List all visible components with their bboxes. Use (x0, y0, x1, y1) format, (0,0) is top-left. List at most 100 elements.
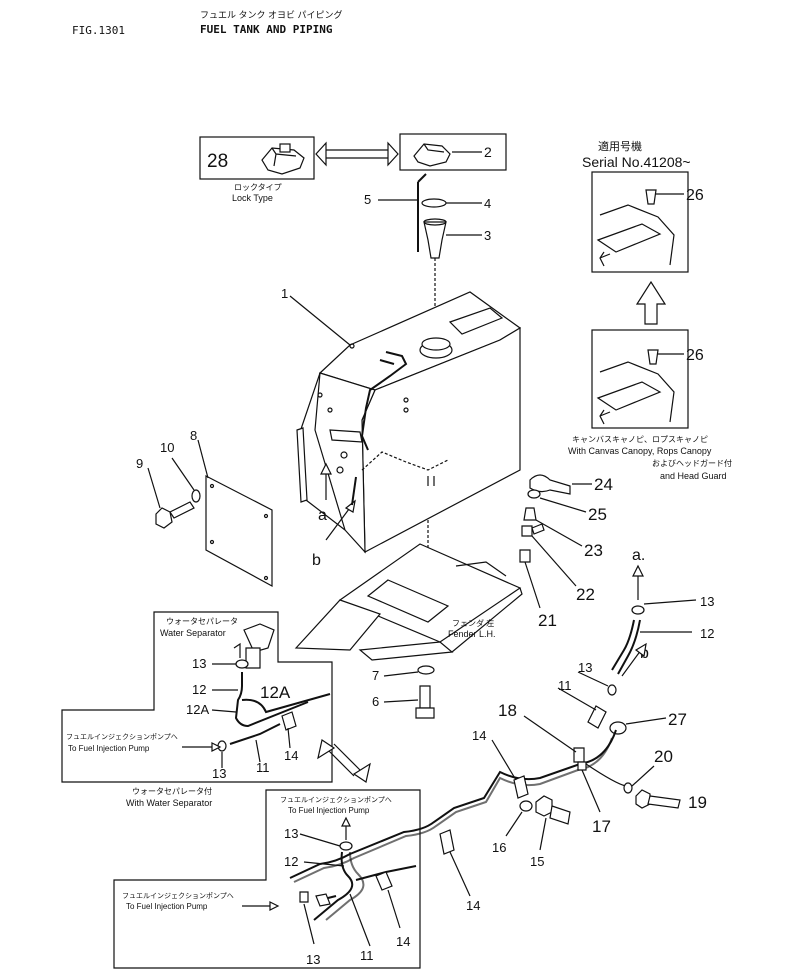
up-arrow-icon (635, 280, 667, 325)
callout-22: 22 (576, 585, 595, 604)
diagonal-double-arrow-icon (317, 739, 371, 783)
callout-9: 9 (136, 456, 143, 471)
figure-number: FIG.1301 (72, 24, 125, 37)
callout-25: 25 (588, 505, 607, 524)
serial-en: Serial No.41208~ (582, 154, 691, 170)
water-sep-jp: ウォータセパレータ (166, 617, 238, 626)
canvas-note-3: およびヘッドガード付 (652, 458, 732, 468)
callout-23: 23 (584, 541, 603, 560)
fuel-cap-icon (413, 143, 451, 167)
callout-13-ws: 13 (192, 656, 206, 671)
canvas-note-2: With Canvas Canopy, Rops Canopy (568, 446, 712, 456)
water-separator (233, 623, 275, 669)
bolt-9: 9 (136, 456, 195, 529)
plug-21: 21 (519, 549, 557, 630)
callout-15: 15 (530, 854, 544, 869)
callout-12-ws: 12 (192, 682, 206, 697)
callout-21: 21 (538, 611, 557, 630)
lower-pump-jp-top: フュエルインジェクションポンプへ (280, 796, 392, 804)
callout-13-ws-bottom: 13 (212, 766, 226, 781)
callout-19: 19 (688, 793, 707, 812)
letter-a-dot: a. (632, 547, 645, 564)
callout-6: 6 (372, 694, 379, 709)
callout-13-lower-bottom: 13 (306, 952, 320, 967)
main-piping: a. 13 12 b 13 11 27 18 17 (289, 547, 714, 913)
lock-type-en: Lock Type (232, 193, 273, 203)
lower-pump-jp-left: フュエルインジェクションポンプへ (122, 892, 234, 900)
callout-12-main: 12 (700, 626, 714, 641)
callout-13-mid: 13 (578, 660, 592, 675)
lock-cap-icon (261, 143, 305, 175)
callout-10: 10 (160, 440, 174, 455)
callout-13-lower-top: 13 (284, 826, 298, 841)
lock-cap-box: 28 (199, 136, 315, 180)
filler-parts: 5 4 3 (364, 173, 491, 334)
callout-11-ws: 11 (256, 760, 270, 775)
double-arrow-icon (315, 141, 399, 167)
lower-parts: 13 12 14 11 13 (284, 826, 417, 967)
serial-box-bottom: 26 (591, 329, 704, 429)
lower-pump-arrow-left (242, 901, 280, 911)
callout-18: 18 (498, 701, 517, 720)
cover-plate: 8 (190, 428, 273, 588)
callout-14-upper: 14 (472, 728, 486, 743)
callout-14-lower-box: 14 (396, 934, 410, 949)
lower-pump-arrow-top (341, 816, 351, 840)
callout-24: 24 (594, 475, 613, 494)
fitting-24: 24 (529, 474, 613, 495)
filler-strainer-icon (423, 221, 447, 259)
callout-12-lower: 12 (284, 854, 298, 869)
cap-box: 2 (399, 133, 507, 171)
callout-16: 16 (492, 840, 506, 855)
drain-valve-22: 22 (521, 523, 595, 604)
lower-pump-en-top: To Fuel Injection Pump (288, 806, 370, 815)
fender-en: Fender L.H. (448, 629, 496, 639)
callout-20: 20 (654, 747, 673, 766)
serial-jp: 適用号機 (598, 139, 642, 153)
bolt-6: 6 (372, 685, 435, 719)
ws-pump-en: To Fuel Injection Pump (68, 744, 150, 753)
canvas-note-1: キャンバスキャノピ、ロプスキャノピ (572, 435, 708, 444)
water-sep-en: Water Separator (160, 628, 226, 638)
callout-4: 4 (484, 196, 491, 211)
callout-26-bottom: 26 (686, 347, 704, 364)
fender-lh (294, 543, 523, 661)
callout-8: 8 (190, 428, 197, 443)
ws-parts: 13 12 12A 12A 11 14 13 (186, 656, 331, 781)
callout-3: 3 (484, 228, 491, 243)
callout-7: 7 (372, 668, 379, 683)
letter-a: a (318, 507, 327, 524)
ws-pump-arrow (182, 742, 222, 752)
callout-12A: 12A (186, 702, 209, 717)
arrow-a: a (318, 462, 332, 524)
fitting-23: 23 (523, 507, 603, 560)
title-japanese: フュエル タンク オヨビ パイピング (200, 9, 343, 20)
callout-5: 5 (364, 192, 371, 207)
fitting-25: 25 (527, 489, 607, 524)
lower-box (113, 789, 421, 969)
serial-box-top: 26 (591, 171, 704, 273)
grommet-icon (647, 349, 659, 365)
grommet-icon (645, 189, 657, 205)
callout-11-lower: 11 (360, 948, 374, 963)
water-separator-box (61, 611, 333, 783)
callout-28: 28 (207, 151, 228, 172)
arrow-b: b (312, 476, 357, 569)
washer-10: 10 (160, 440, 201, 503)
callout-14-lower: 14 (466, 898, 480, 913)
canvas-note-4: and Head Guard (660, 471, 727, 481)
fuel-tank (296, 291, 522, 620)
ws-pump-jp: フュエルインジェクションポンプへ (66, 733, 178, 741)
callout-11-main: 11 (558, 678, 572, 693)
callout-14-ws: 14 (284, 748, 298, 763)
with-ws-en: With Water Separator (126, 798, 212, 808)
callout-13-main: 13 (700, 594, 714, 609)
callout-2: 2 (484, 144, 492, 160)
callout-26-top: 26 (686, 187, 704, 204)
lock-type-jp: ロックタイプ (234, 183, 282, 192)
washer-7: 7 (372, 665, 435, 683)
title-english: FUEL TANK AND PIPING (200, 23, 333, 36)
callout-1: 1 (281, 286, 288, 301)
fender-jp: フェンダ 左 (452, 618, 494, 628)
